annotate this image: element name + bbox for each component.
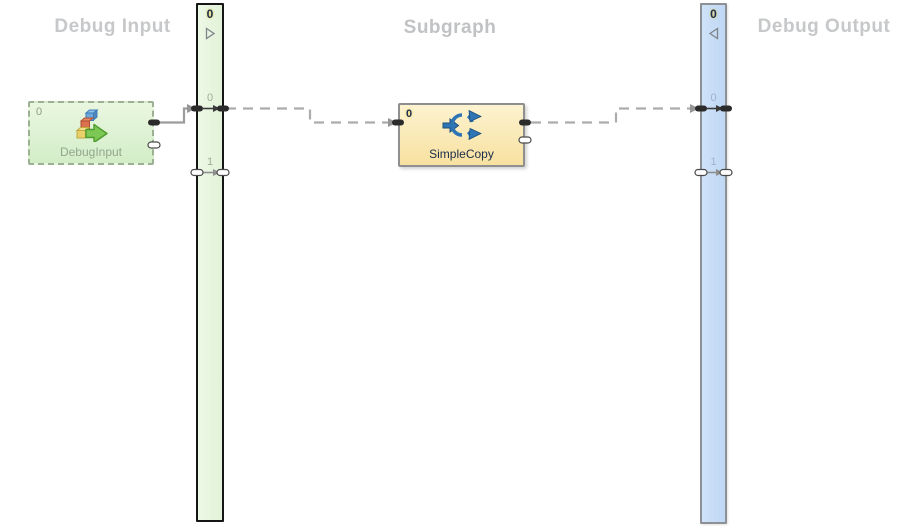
triangle-left-icon [708, 27, 718, 40]
output-boundary-bar[interactable]: 0 0 1 [700, 3, 727, 524]
arrowhead-into-simplecopy [388, 118, 397, 127]
connection-debuginput-to-input-bar[interactable] [158, 107, 188, 124]
output-bar-index: 0 [710, 7, 717, 21]
output-bar-port-1-label: 1 [710, 156, 717, 168]
simple-copy-node[interactable]: 0 SimpleCopy [398, 103, 525, 167]
connection-simplecopy-to-output-bar[interactable] [531, 107, 690, 124]
input-bar-port-1-label: 1 [206, 156, 214, 168]
debug-input-node-label: DebugInput [59, 145, 123, 159]
input-bar-index: 0 [206, 7, 214, 21]
modules-export-icon [75, 108, 108, 142]
subgraph-header: Subgraph [403, 17, 497, 38]
arrowhead-into-input-bar [187, 104, 196, 113]
arrowhead-into-output-bar [690, 104, 699, 113]
input-boundary-bar[interactable]: 0 0 1 [196, 3, 224, 522]
copy-distribute-icon [442, 110, 482, 141]
input-bar-port-0-label: 0 [206, 92, 214, 104]
debug-output-header: Debug Output [757, 16, 891, 37]
simple-copy-node-label: SimpleCopy [429, 147, 494, 161]
simple-copy-node-index: 0 [406, 108, 413, 120]
triangle-right-icon [205, 27, 216, 40]
debug-input-node[interactable]: 0 DebugInput [28, 101, 154, 165]
debug-input-node-index: 0 [36, 106, 43, 118]
debug-input-header: Debug Input [54, 16, 171, 37]
connection-input-bar-to-simplecopy[interactable] [226, 107, 388, 124]
output-bar-port-0-label: 0 [710, 92, 717, 104]
